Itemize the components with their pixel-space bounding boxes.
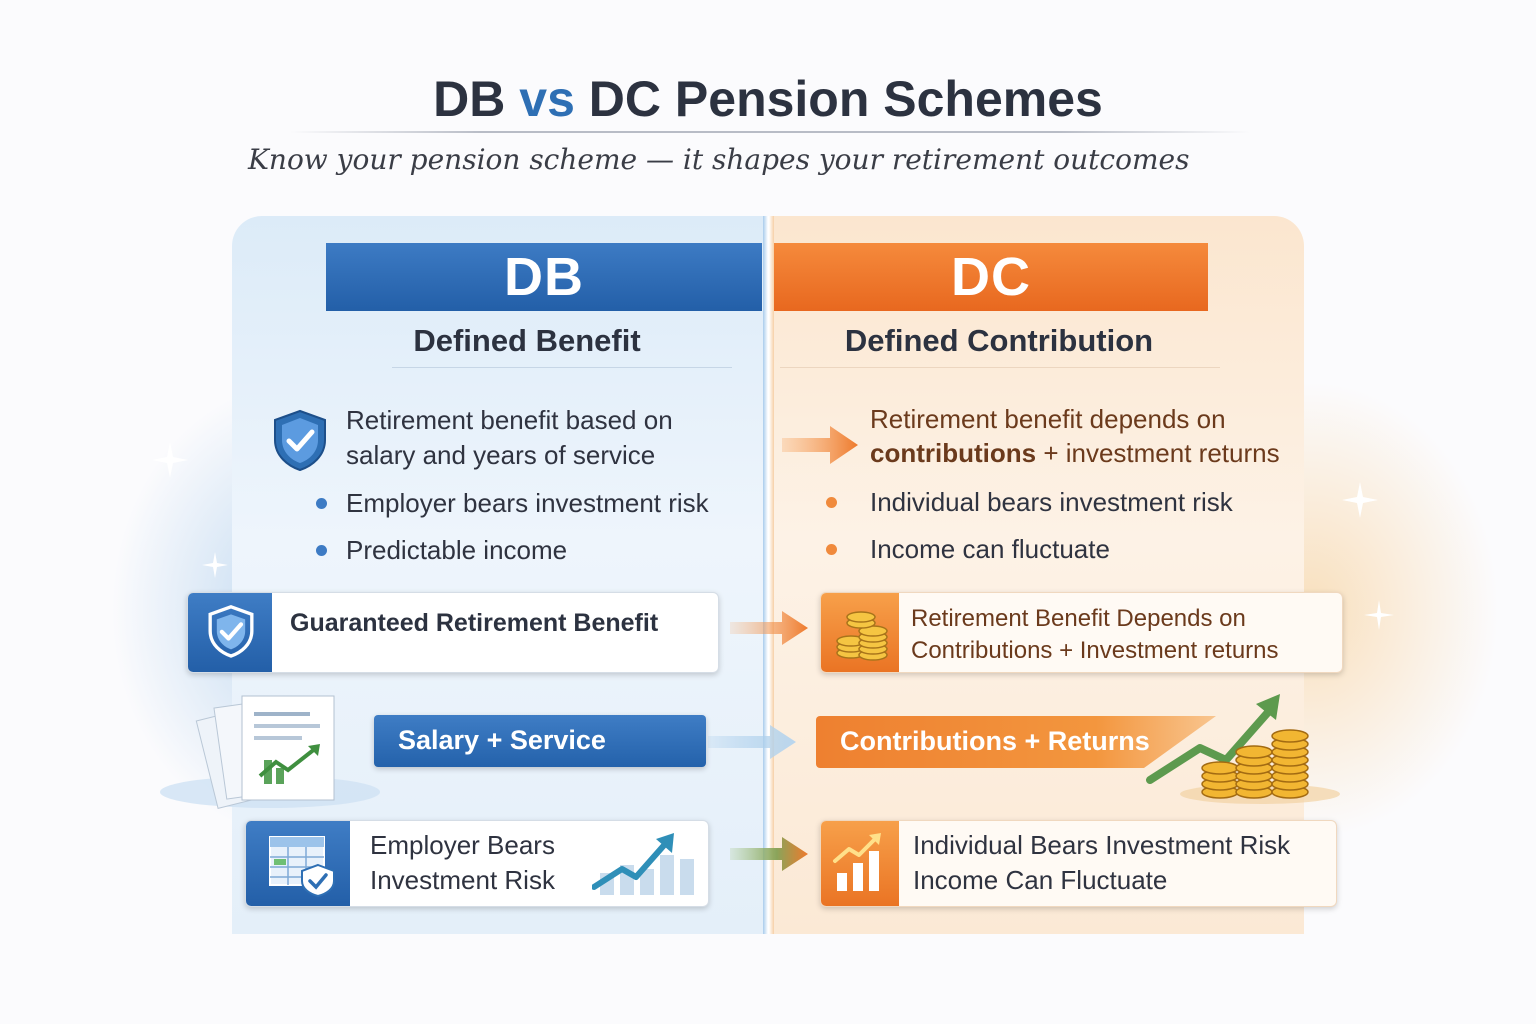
dc-point-line2: contributions + investment returns — [870, 436, 1280, 471]
dc-point-line1: Retirement benefit depends on — [870, 404, 1226, 434]
page-title: DB vs DC Pension Schemes — [433, 71, 1103, 127]
db-subheader: Defined Benefit — [413, 323, 641, 358]
shield-check-icon — [208, 605, 254, 658]
dc-header: DC — [774, 243, 1208, 311]
sparkle-icon — [1364, 600, 1394, 630]
coins-icon — [836, 611, 888, 661]
db-panel — [232, 216, 764, 934]
bullet-dot — [316, 545, 327, 556]
dc-panel — [774, 216, 1304, 934]
db-card1-label: Guaranteed Retirement Benefit — [290, 609, 659, 637]
dc-subheader: Defined Contribution — [844, 323, 1154, 358]
dc-pill-label: Contributions + Returns — [840, 726, 1150, 756]
db-card-guaranteed: Guaranteed Retirement Benefit — [187, 592, 719, 673]
dc-point-line2-bold: contributions — [870, 438, 1037, 468]
arrow-right-icon — [730, 837, 808, 871]
arrow-right-icon — [782, 426, 858, 464]
db-salary-service-pill: Salary + Service — [374, 715, 706, 767]
db-pill-label: Salary + Service — [398, 725, 606, 755]
bullet-dot — [316, 498, 327, 509]
sparkle-icon — [152, 442, 188, 478]
dc-bullet-2: Income can fluctuate — [870, 534, 1110, 564]
db-subheader-rule — [392, 367, 732, 368]
sparkle-icon — [202, 552, 228, 578]
dc-card1-line1: Retirement Benefit Depends on — [911, 605, 1246, 632]
dc-card-individual-risk: Individual Bears Investment Risk Income … — [820, 820, 1337, 907]
documents-chart-icon — [160, 695, 380, 809]
dc-card3-line1: Individual Bears Investment Risk — [913, 830, 1291, 860]
db-card-employer-risk: Employer Bears Investment Risk — [245, 820, 709, 907]
growth-arrow-icon — [1146, 694, 1340, 804]
trend-chart-icon — [592, 833, 694, 895]
dc-card-depends: Retirement Benefit Depends on Contributi… — [820, 592, 1343, 673]
dc-point-line2-rest: + investment returns — [1036, 438, 1280, 468]
dc-contributions-returns-pill: Contributions + Returns — [816, 716, 1216, 768]
title-divider — [290, 131, 1250, 133]
db-bullet-1: Employer bears investment risk — [346, 488, 709, 518]
arrow-right-icon — [730, 611, 808, 645]
db-point-line2: salary and years of service — [346, 440, 656, 470]
shield-check-icon — [274, 409, 326, 472]
db-header: DB — [326, 243, 762, 311]
dc-bullet-1: Individual bears investment risk — [870, 487, 1233, 517]
spreadsheet-shield-icon — [269, 836, 335, 897]
bullet-dot — [826, 544, 837, 555]
panel-divider — [763, 216, 774, 934]
dc-card1-line2: Contributions + Investment returns — [911, 637, 1279, 664]
dc-subheader-rule — [780, 367, 1220, 368]
bar-chart-up-icon — [833, 833, 881, 891]
page-subtitle: Know your pension scheme — it shapes you… — [248, 143, 1190, 176]
db-card3-line2: Investment Risk — [370, 865, 555, 895]
db-card3-line1: Employer Bears — [370, 830, 555, 860]
title-vs: vs — [519, 71, 575, 127]
db-bullet-2: Predictable income — [346, 535, 568, 565]
dc-card3-line2: Income Can Fluctuate — [913, 865, 1168, 895]
arrow-right-icon — [708, 725, 796, 759]
db-point-line1: Retirement benefit based on — [346, 405, 673, 435]
sparkle-icon — [1342, 482, 1378, 518]
bullet-dot — [826, 497, 837, 508]
